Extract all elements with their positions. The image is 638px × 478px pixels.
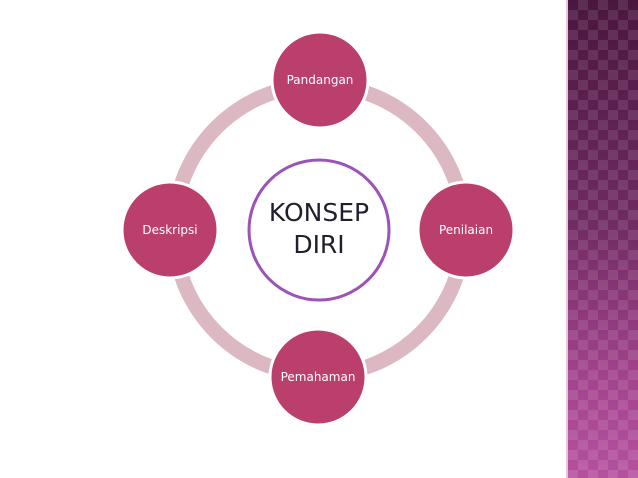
center-title-line2: DIRI bbox=[293, 230, 344, 259]
node-bottom-label: Pemahaman bbox=[281, 370, 356, 384]
decorative-side-panel bbox=[568, 0, 638, 478]
node-top-label: Pandangan bbox=[287, 73, 354, 87]
concept-cycle-diagram: KONSEP DIRI Pandangan Penilaian Pemahama… bbox=[120, 30, 516, 427]
side-panel-edge bbox=[566, 0, 568, 478]
node-left: Deskripsi bbox=[120, 180, 220, 280]
center-circle: KONSEP DIRI bbox=[247, 158, 391, 302]
node-right: Penilaian bbox=[416, 180, 516, 280]
node-bottom: Pemahaman bbox=[268, 327, 368, 427]
node-top: Pandangan bbox=[270, 30, 370, 130]
center-title-line1: KONSEP bbox=[269, 198, 369, 227]
node-right-label: Penilaian bbox=[439, 223, 493, 237]
node-left-label: Deskripsi bbox=[142, 223, 197, 237]
